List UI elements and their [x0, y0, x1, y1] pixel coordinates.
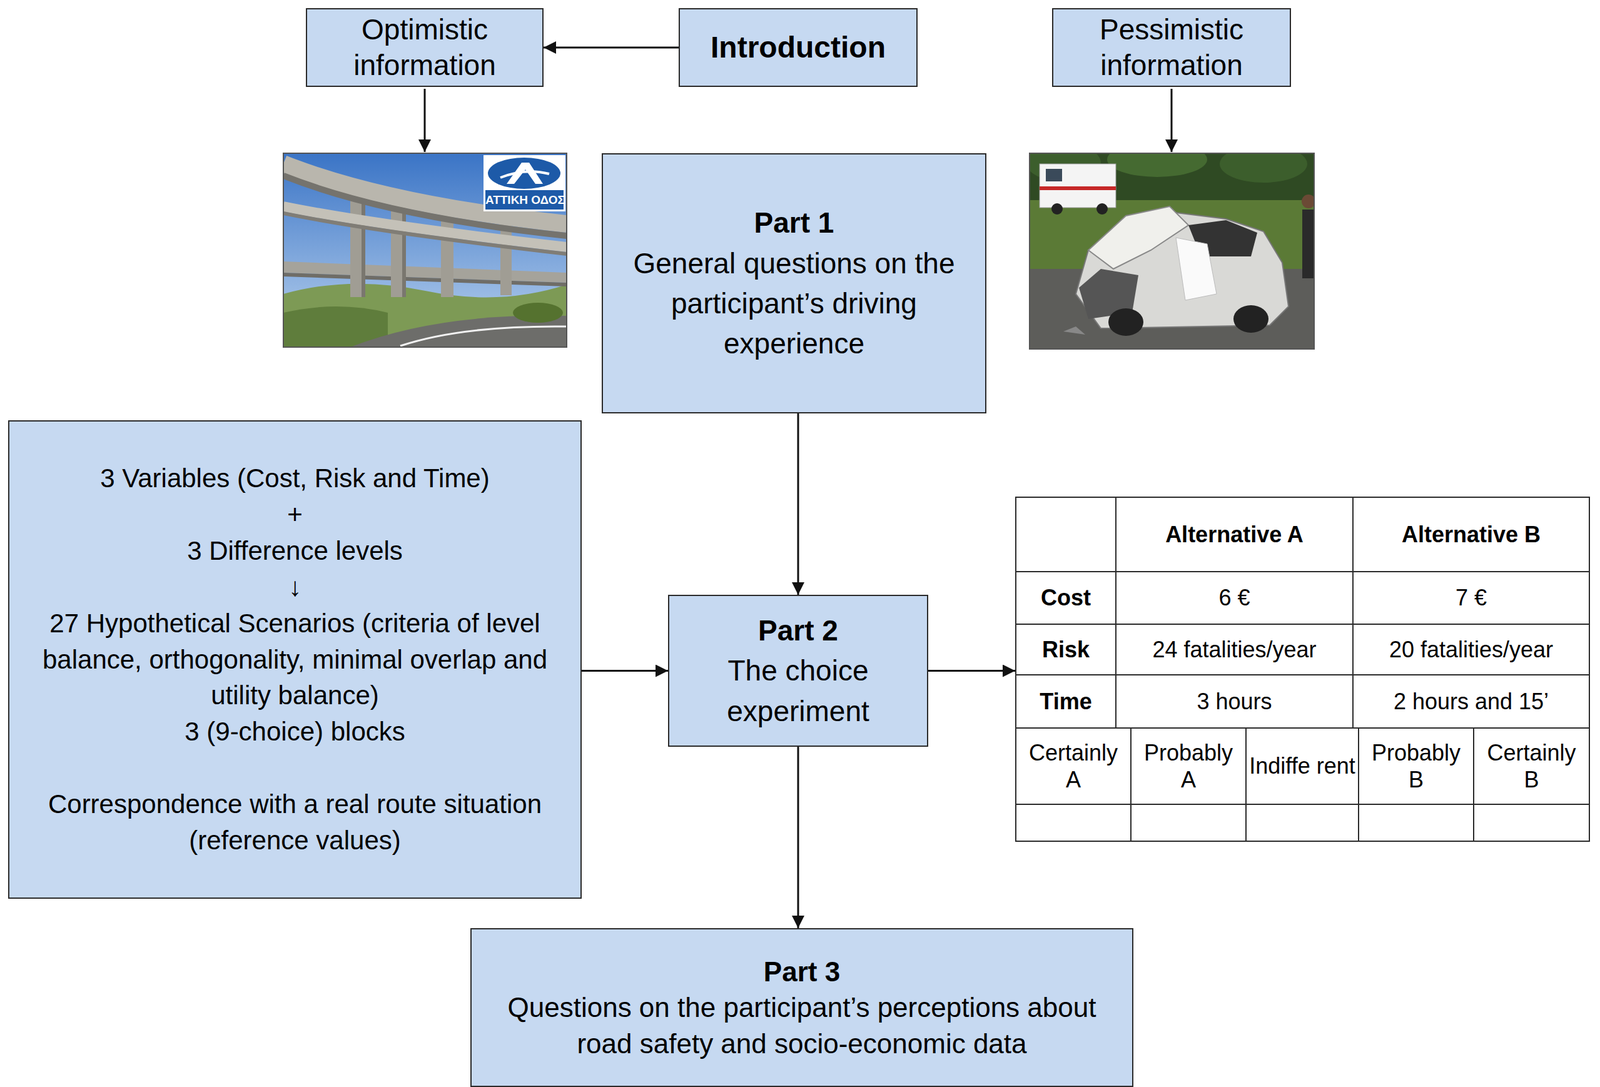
table-cell: 6 €: [1115, 571, 1354, 625]
table-cell: [1473, 803, 1590, 842]
part-box: Part 3Questions on the participant’s per…: [470, 928, 1134, 1087]
logo-text: ΑΤΤΙΚΗ ΟΔΟΣ: [485, 190, 564, 210]
table-cell: 3 hours: [1115, 674, 1354, 729]
box-heading: Part 1: [754, 202, 835, 243]
box-heading: Part 2: [758, 610, 839, 651]
table-cell: 24 fatalities/year: [1115, 623, 1354, 676]
info-box: Optimistic information: [305, 8, 544, 87]
table-cell: Certainly B: [1473, 727, 1590, 806]
table-cell: Cost: [1015, 571, 1117, 625]
box-text: Pessimistic information: [1059, 11, 1284, 84]
box-heading: Part 3: [763, 953, 841, 990]
box-text: 3 Difference levels: [187, 532, 403, 570]
table-cell: Indiffe rent: [1245, 727, 1360, 806]
table-cell: Alternative B: [1352, 496, 1590, 573]
box-text: General questions on the participant’s d…: [615, 243, 973, 365]
table-cell: 20 fatalities/year: [1352, 623, 1590, 676]
table-cell: [1245, 803, 1360, 842]
table-cell: Time: [1015, 674, 1117, 729]
flow-arrow: [581, 669, 669, 672]
intro-box: Introduction: [678, 8, 918, 87]
flow-arrow: [543, 46, 679, 49]
box-text: Correspondence with a real route situati…: [19, 786, 571, 859]
choice-table: Alternative AAlternative B Cost6 €7 € Risk…: [1015, 496, 1590, 842]
table-cell: [1015, 803, 1132, 842]
table-cell: [1015, 496, 1117, 573]
info-box: Pessimistic information: [1052, 8, 1292, 87]
box-text: The choice experiment: [678, 650, 919, 732]
table-cell: Probably A: [1130, 727, 1247, 806]
box-heading: Introduction: [710, 28, 886, 67]
box-text: 3 Variables (Cost, Risk and Time): [100, 460, 490, 497]
part-box: Part 2The choice experiment: [668, 594, 929, 747]
box-text: Questions on the participant’s perceptio…: [481, 989, 1123, 1061]
part-box: Part 1General questions on the participa…: [601, 153, 987, 414]
table-cell: 7 €: [1352, 571, 1590, 625]
design-box: 3 Variables (Cost, Risk and Time)+3 Diff…: [8, 420, 582, 899]
box-text: ↓: [288, 569, 302, 606]
box-text: Optimistic information: [313, 11, 537, 84]
flow-arrow: [928, 669, 1016, 672]
box-text: 3 (9-choice) blocks: [184, 713, 405, 750]
flow-arrow: [797, 413, 800, 595]
table-cell: Risk: [1015, 623, 1117, 676]
table-cell: [1130, 803, 1247, 842]
arrow-to-photo: [1170, 88, 1173, 152]
crash-photo: [1029, 153, 1315, 350]
table-cell: Certainly A: [1015, 727, 1132, 806]
box-text: +: [287, 496, 303, 533]
table-cell: 2 hours and 15’: [1352, 674, 1590, 729]
flow-arrow: [797, 746, 800, 929]
table-cell: Probably B: [1357, 727, 1475, 806]
table-cell: Alternative A: [1115, 496, 1354, 573]
table-cell: [1357, 803, 1475, 842]
arrow-to-photo: [424, 88, 426, 152]
box-text: 27 Hypothetical Scenarios (criteria of l…: [19, 605, 571, 715]
highway-photo: [283, 153, 567, 348]
